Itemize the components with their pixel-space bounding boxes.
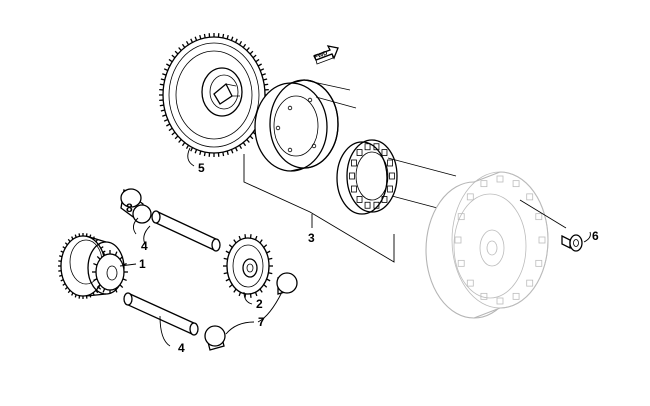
callout-7: 7 (258, 315, 265, 329)
part-8-bushing (120, 188, 152, 224)
part-2-idler-gear (223, 234, 273, 298)
bracket-3 (243, 154, 395, 263)
forward-arrow-icon: FWD (313, 45, 339, 65)
part-7-bushing-upper (276, 272, 298, 295)
part-5-driven-gear (159, 33, 269, 157)
part-4-shaft-upper (151, 210, 221, 252)
callout-4-upper: 4 (141, 239, 148, 253)
callout-1: 1 (139, 257, 146, 271)
part-7-bushing-lower (204, 325, 226, 351)
callout-8: 8 (126, 201, 133, 215)
part-3-clutch-housing (254, 79, 357, 172)
fwd-label: FWD (314, 50, 330, 61)
part-1-drive-gear (58, 233, 128, 299)
callout-5: 5 (198, 161, 205, 175)
callout-labels: 5 3 6 8 4 1 2 7 4 (126, 161, 599, 355)
leader-lines (119, 147, 591, 347)
part-6-bolt (519, 199, 583, 252)
callout-4-lower: 4 (178, 341, 185, 355)
flywheel-housing (425, 171, 549, 319)
part-4-shaft-lower (123, 292, 199, 336)
callout-3: 3 (308, 231, 315, 245)
callout-2: 2 (256, 297, 263, 311)
callout-6: 6 (592, 229, 599, 243)
